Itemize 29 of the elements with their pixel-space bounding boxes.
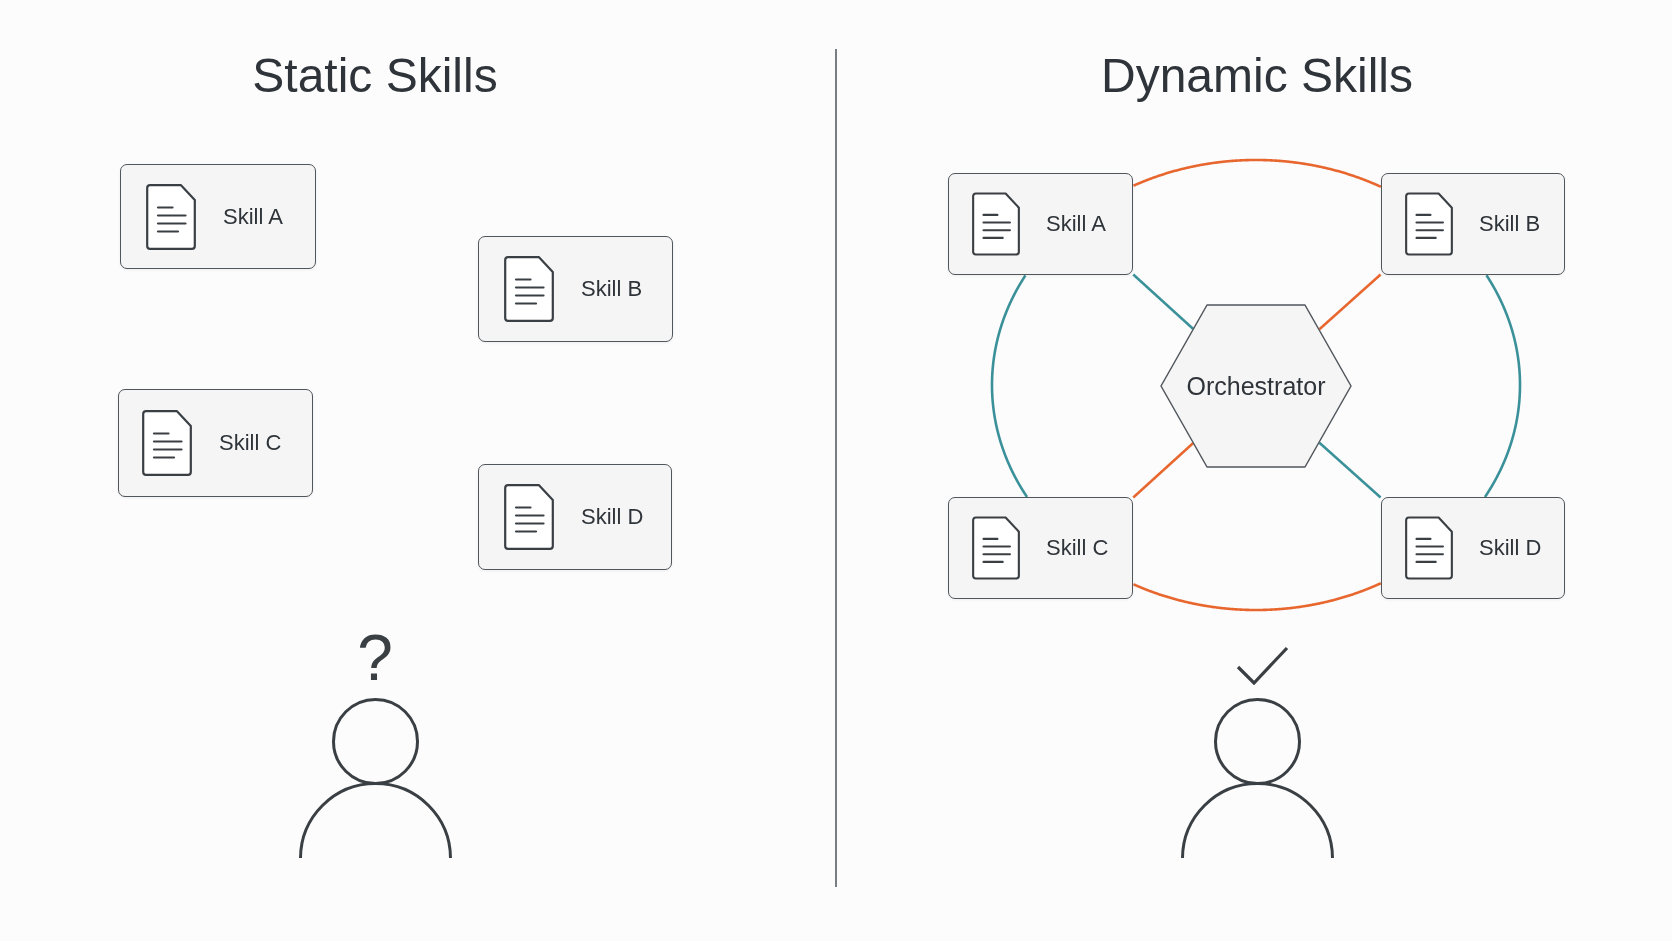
skill-card <box>948 173 1133 275</box>
connector-line <box>1132 582 1382 612</box>
panel-heading: Static Skills <box>252 48 498 104</box>
skill-card <box>478 236 673 342</box>
card-label: Skill D <box>581 504 644 530</box>
card-label: Skill C <box>219 430 282 456</box>
skill-card <box>948 497 1133 599</box>
card-label: Skill C <box>1046 535 1109 561</box>
connector-line <box>1132 158 1382 188</box>
hexagon-node <box>1160 304 1352 468</box>
skill-card <box>478 464 672 570</box>
skill-card <box>120 164 316 269</box>
connector-line <box>990 274 1029 498</box>
card-label: Skill B <box>581 276 643 302</box>
connector-line <box>1132 442 1194 499</box>
skill-card <box>1381 173 1565 275</box>
connector-line <box>1318 441 1382 499</box>
connector-line <box>1318 273 1382 331</box>
connector-line <box>1132 273 1194 330</box>
connector-line <box>1483 274 1522 498</box>
hexagon-label: Orchestrator <box>1186 371 1326 401</box>
card-label: Skill A <box>223 203 283 230</box>
panel-heading: Dynamic Skills <box>1101 48 1413 104</box>
card-label: Skill D <box>1479 535 1542 561</box>
skill-card <box>118 389 313 497</box>
skill-card <box>1381 497 1565 599</box>
question-mark: ? <box>357 622 393 696</box>
card-label: Skill A <box>1046 211 1106 237</box>
card-label: Skill B <box>1479 211 1541 237</box>
